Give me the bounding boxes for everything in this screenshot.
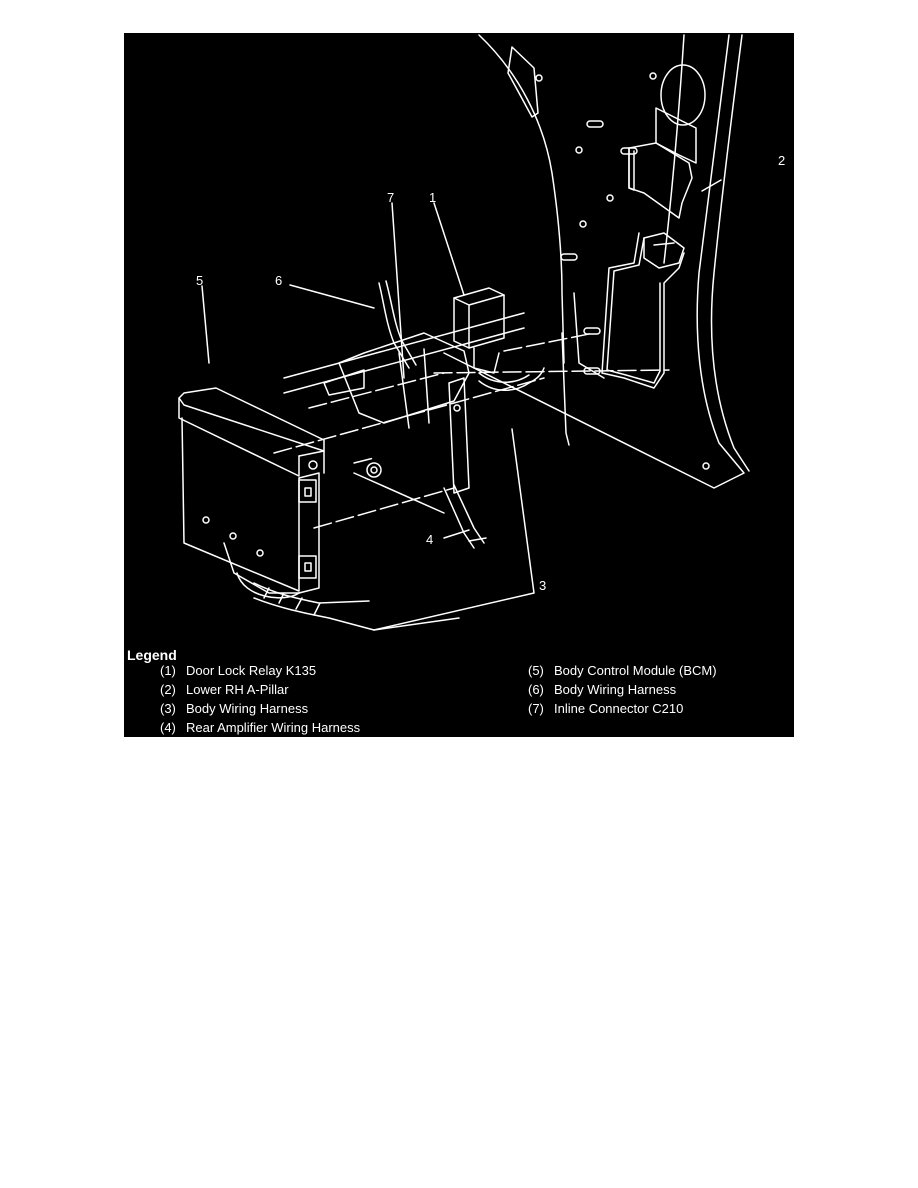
legend-column-right: (5)Body Control Module (BCM) (6)Body Wir… [528, 661, 717, 718]
legend-item: (5)Body Control Module (BCM) [528, 663, 717, 678]
callout-1: 1 [429, 190, 437, 205]
legend-item: (6)Body Wiring Harness [528, 682, 677, 697]
legend-title: Legend [127, 647, 177, 663]
diagram-panel: 1 2 3 4 5 6 7 Legend (1)Door Lock Relay … [124, 33, 794, 737]
callout-4: 4 [426, 532, 434, 547]
legend-item: (2)Lower RH A-Pillar [160, 682, 289, 697]
pillar-inner-edge [478, 34, 565, 364]
callout-2: 2 [778, 153, 786, 168]
rear-amplifier-harness [443, 487, 475, 549]
legend-item: (1)Door Lock Relay K135 [160, 663, 317, 678]
callout-5: 5 [196, 273, 204, 288]
legend-item: (7)Inline Connector C210 [528, 701, 684, 716]
door-lock-relay [453, 287, 505, 349]
pillar-outer-edge [443, 34, 745, 489]
callout-6: 6 [275, 273, 283, 288]
legend-column-left: (1)Door Lock Relay K135 (2)Lower RH A-Pi… [160, 661, 360, 737]
callout-7: 7 [387, 190, 395, 205]
component-location-illustration [178, 34, 750, 631]
legend-item: (3)Body Wiring Harness [160, 701, 309, 716]
body-harness-lower [253, 582, 370, 604]
callout-3: 3 [539, 578, 547, 593]
legend-item: (4)Rear Amplifier Wiring Harness [160, 720, 361, 735]
bcm-module [178, 387, 325, 452]
